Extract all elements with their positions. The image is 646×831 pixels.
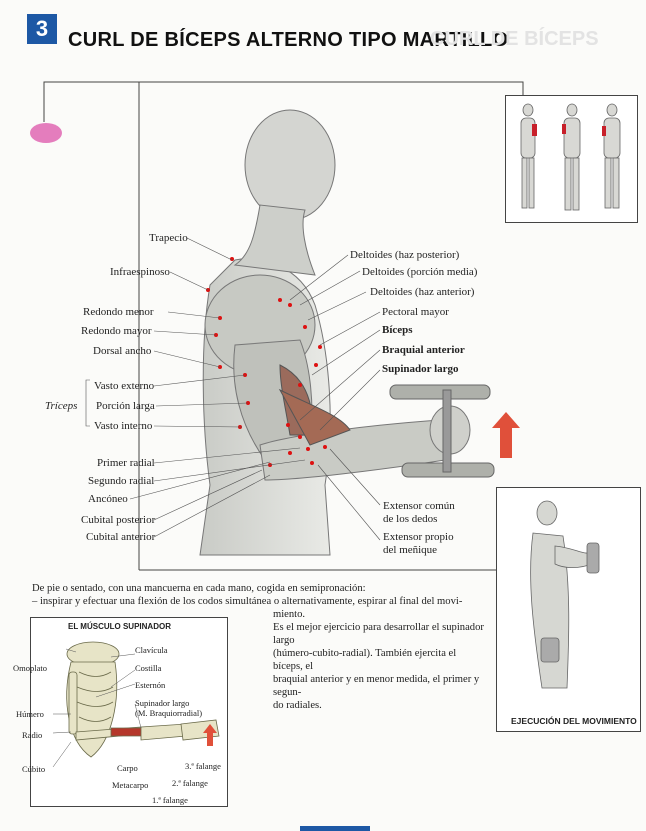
three-figures-drawing xyxy=(520,103,621,211)
inset-label-clavicula: Clavícula xyxy=(135,645,168,655)
label-anconeo: Ancóneo xyxy=(88,493,128,505)
label-extensor-comun-2: de los dedos xyxy=(383,513,438,525)
label-cubital-anterior: Cubital anterior xyxy=(86,531,156,543)
label-cubital-posterior: Cubital posterior xyxy=(81,514,156,526)
desc-p2-line-4: do radiales. xyxy=(273,700,322,711)
label-redondo-menor: Redondo menor xyxy=(83,306,154,318)
desc-line-1: De pie o sentado, con una mancuerna en c… xyxy=(32,583,366,594)
label-deltoides-media: Deltoides (porción media) xyxy=(362,266,478,278)
pink-marker xyxy=(30,123,62,143)
label-infraespinoso: Infraespinoso xyxy=(110,266,170,278)
inset-label-falange-1: 1.ª falange xyxy=(152,795,188,805)
up-arrow-icon xyxy=(492,412,520,458)
exercise-number-badge: 3 xyxy=(27,14,57,44)
label-extensor-propio-2: del meñique xyxy=(383,544,438,556)
inset-label-carpo: Carpo xyxy=(117,763,138,773)
label-extensor-propio-1: Extensor propio xyxy=(383,531,454,543)
inset-title: EL MÚSCULO SUPINADOR xyxy=(68,622,171,631)
inset-label-braquiorradial: (M. Braquiorradial) xyxy=(135,708,203,718)
label-braquial-anterior: Braquial anterior xyxy=(382,344,465,356)
inset-label-omoplato: Omoplato xyxy=(13,663,47,673)
inset-label-falange-2: 2.ª falange xyxy=(172,778,208,788)
label-supinador-largo: Supinador largo xyxy=(382,363,459,375)
inset-supinator-panel xyxy=(30,617,228,807)
execution-figure-drawing xyxy=(530,500,600,689)
label-triceps: Tríceps xyxy=(45,400,78,412)
label-trapecio: Trapecio xyxy=(149,232,188,244)
description-text: De pie o sentado, con una mancuerna en c… xyxy=(32,582,484,712)
label-porcion-larga: Porción larga xyxy=(96,400,155,412)
label-deltoides-posterior: Deltoides (haz posterior) xyxy=(350,249,460,261)
label-dorsal-ancho: Dorsal ancho xyxy=(93,345,152,357)
execution-panel: EJECUCIÓN DEL MOVIMIENTO xyxy=(496,487,641,732)
inset-label-cubito: Cúbito xyxy=(22,764,46,774)
label-segundo-radial: Segundo radial xyxy=(88,475,155,487)
page-title: CURL DE BÍCEPS ALTERNO TIPO MARTILLO xyxy=(68,29,509,51)
inset-label-humero: Húmero xyxy=(16,709,44,719)
inset-label-supinador: Supinador largo xyxy=(135,698,190,708)
bottom-accent-bar xyxy=(300,826,370,831)
label-deltoides-anterior: Deltoides (haz anterior) xyxy=(370,286,475,298)
desc-p2-line-2: (húmero-cubito-radial). También ejercita… xyxy=(273,648,457,672)
label-primer-radial: Primer radial xyxy=(97,457,155,469)
label-extensor-comun-1: Extensor común xyxy=(383,500,455,512)
desc-line-2: – inspirar y efectuar una flexión de los… xyxy=(32,596,463,607)
label-pectoral-mayor: Pectoral mayor xyxy=(382,306,449,318)
desc-p2-line-3: braquial anterior y en menor medida, el … xyxy=(273,674,480,698)
thumbnail-muscles-figures xyxy=(505,95,638,223)
execution-title: EJECUCIÓN DEL MOVIMIENTO xyxy=(511,716,637,726)
inset-label-falange-3: 3.ª falange xyxy=(185,761,221,771)
label-biceps: Bíceps xyxy=(382,324,413,336)
label-redondo-mayor: Redondo mayor xyxy=(81,325,152,337)
label-vasto-externo: Vasto externo xyxy=(94,380,155,392)
inset-up-arrow-icon xyxy=(203,724,217,746)
desc-line-3: miento. xyxy=(273,609,306,620)
anatomy-illustration xyxy=(199,109,495,556)
faded-title: CURL DE BÍCEPS xyxy=(430,28,599,50)
label-vasto-interno: Vasto interno xyxy=(94,420,153,432)
inset-label-metacarpo: Metacarpo xyxy=(112,780,149,790)
inset-label-esternon: Esternón xyxy=(135,680,166,690)
inset-label-radio: Radio xyxy=(22,730,43,740)
desc-p2-line-1: Es el mejor ejercicio para desarrollar e… xyxy=(273,622,484,646)
inset-label-costilla: Costilla xyxy=(135,663,162,673)
